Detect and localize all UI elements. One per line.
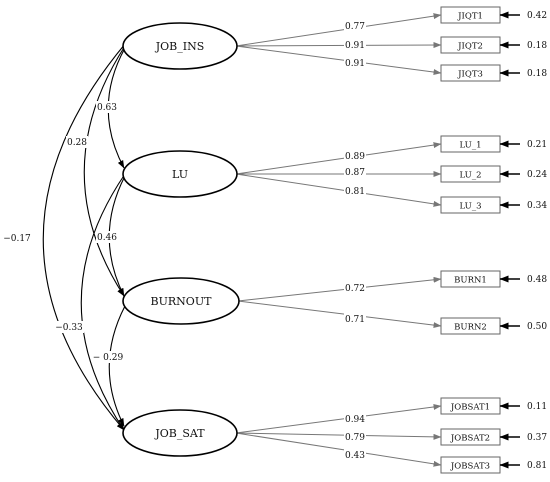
loading-arrow-burn1 xyxy=(237,276,442,302)
latent-label-burnout: BURNOUT xyxy=(151,295,213,308)
corr-label-lu-jobsat: −0.33 xyxy=(55,323,83,333)
error-label-jiqt2: 0.18 xyxy=(527,41,547,51)
loading-label-burn2: 0.71 xyxy=(345,315,365,325)
loading-label-jiqt2: 0.91 xyxy=(345,41,365,51)
indicator-label-lu2: LU_2 xyxy=(459,171,481,181)
error-label-lu3: 0.34 xyxy=(527,201,547,211)
corr-arc-jobins-jobsat xyxy=(42,36,133,431)
loading-label-jiqt3: 0.91 xyxy=(345,59,365,69)
loading-label-jiqt1: 0.77 xyxy=(345,22,365,32)
indicator-label-jiqt2: JIQT2 xyxy=(457,42,483,52)
latent-lu: LU xyxy=(122,150,238,198)
loading-arrow-jiqt1 xyxy=(235,13,442,47)
corr-arc-burnout-jobsat xyxy=(108,297,132,427)
loading-arrow-lu3 xyxy=(235,173,442,207)
error-label-burn2: 0.50 xyxy=(527,322,547,332)
error-label-lu2: 0.24 xyxy=(527,170,547,180)
loading-arrow-burn2 xyxy=(237,300,442,329)
loading-arrow-jobsat1 xyxy=(235,404,442,434)
loading-label-lu1: 0.89 xyxy=(345,152,365,162)
loading-label-lu3: 0.81 xyxy=(345,187,365,197)
error-label-lu1: 0.21 xyxy=(527,140,547,150)
loading-label-jobsat1: 0.94 xyxy=(345,415,365,425)
indicator-label-jobsat2: JOBSAT2 xyxy=(450,434,490,444)
indicator-label-jobsat1: JOBSAT1 xyxy=(450,403,490,413)
latent-label-lu: LU xyxy=(172,168,188,181)
loading-label-burn1: 0.72 xyxy=(345,284,365,294)
indicator-label-burn1: BURN1 xyxy=(454,276,487,286)
indicator-label-burn2: BURN2 xyxy=(454,323,487,333)
error-label-jobsat3: 0.81 xyxy=(527,461,547,471)
error-label-jiqt3: 0.18 xyxy=(527,69,547,79)
indicator-label-lu1: LU_1 xyxy=(459,141,481,151)
loading-arrow-lu1 xyxy=(235,142,442,175)
latent-burnout: BURNOUT xyxy=(122,277,240,325)
loading-label-jobsat3: 0.43 xyxy=(345,451,365,461)
loading-label-jobsat2: 0.79 xyxy=(345,433,365,443)
indicator-label-jobsat3: JOBSAT3 xyxy=(450,462,490,472)
corr-label-jobins-burnout: 0.28 xyxy=(67,138,87,148)
error-label-jobsat2: 0.37 xyxy=(527,433,547,443)
error-label-burn1: 0.48 xyxy=(527,275,547,285)
indicator-label-lu3: LU_3 xyxy=(459,202,481,212)
loading-arrow-jobsat2 xyxy=(235,432,442,440)
latent-job-sat: JOB_SAT xyxy=(122,409,238,457)
loading-label-lu2: 0.87 xyxy=(345,168,365,178)
loading-arrow-jiqt2 xyxy=(235,42,442,49)
corr-label-jobins-jobsat: −0.17 xyxy=(3,234,31,244)
indicator-label-jiqt3: JIQT3 xyxy=(457,70,483,80)
indicator-label-jiqt1: JIQT1 xyxy=(457,12,483,22)
loading-arrow-jiqt3 xyxy=(235,45,442,75)
loading-arrow-jobsat3 xyxy=(235,432,442,467)
corr-label-burnout-jobsat: − 0.29 xyxy=(93,353,124,363)
error-label-jiqt1: 0.42 xyxy=(527,11,547,21)
corr-arc-jobins-burnout xyxy=(83,38,132,297)
corr-label-lu-burnout: 0.46 xyxy=(97,233,117,243)
latent-label-job-ins: JOB_INS xyxy=(155,40,205,53)
corr-arc-lu-jobsat xyxy=(80,166,132,431)
latent-job-ins: JOB_INS xyxy=(122,22,238,70)
corr-label-jobins-lu: 0.63 xyxy=(97,103,117,113)
error-label-jobsat1: 0.11 xyxy=(527,402,547,412)
latent-label-job-sat: JOB_SAT xyxy=(154,427,205,440)
